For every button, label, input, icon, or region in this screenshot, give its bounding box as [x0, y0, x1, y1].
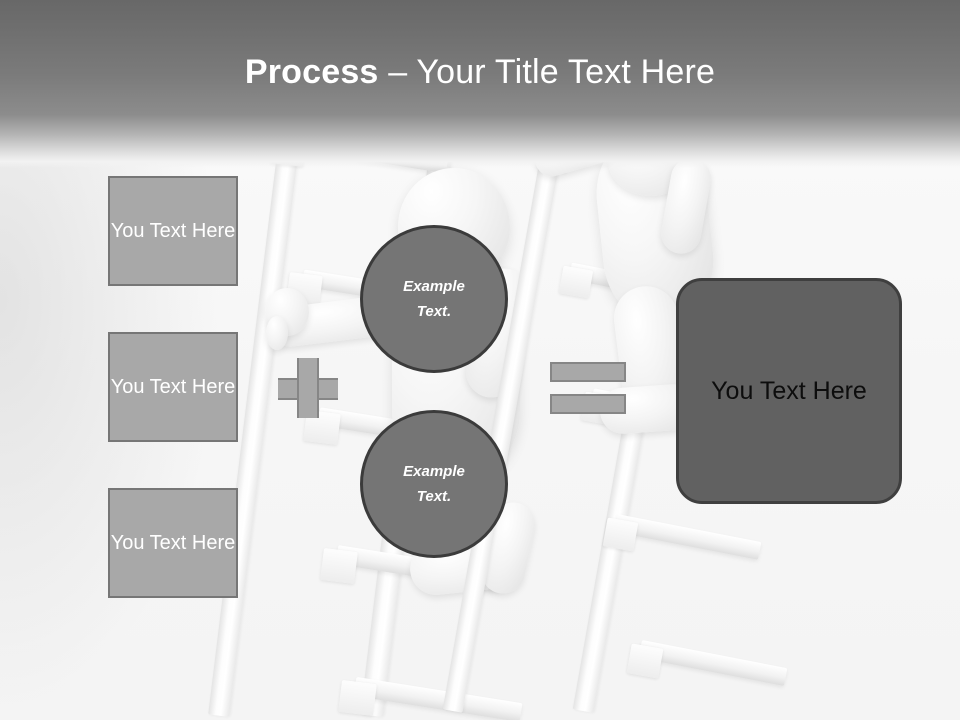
ladder-cleat [558, 265, 594, 299]
result-box-label: You Text Here [711, 377, 867, 405]
ladder-cleat [338, 679, 377, 717]
input-box-1[interactable]: You Text Here [108, 176, 238, 286]
input-box-3-label: You Text Here [110, 531, 236, 554]
equals-bottom-bar [550, 394, 626, 414]
input-box-1-label: You Text Here [110, 219, 236, 242]
example-circle-1-line1: Example [403, 278, 465, 295]
ladder-cleat [320, 548, 358, 584]
title-strong: Process [244, 53, 379, 91]
ladder-rung [638, 640, 788, 686]
input-box-2-label: You Text Here [110, 375, 236, 398]
title-band [0, 0, 960, 168]
title-rest: – Your Title Text Here [378, 53, 716, 91]
page-title: Process – Your Title Text Here [0, 50, 960, 94]
example-circle-1[interactable]: Example Text. [360, 225, 508, 373]
example-circle-2[interactable]: Example Text. [360, 410, 508, 558]
input-box-2[interactable]: You Text Here [108, 332, 238, 442]
plus-center [299, 380, 317, 398]
ladder-cleat [626, 643, 664, 679]
equals-top-bar [550, 362, 626, 382]
figure-left-hand-thumb [266, 316, 288, 350]
example-circle-1-line2: Text. [416, 303, 452, 320]
result-box[interactable]: You Text Here [676, 278, 902, 504]
ladder-rung [614, 514, 762, 560]
ladder-cleat [602, 517, 639, 552]
input-box-3[interactable]: You Text Here [108, 488, 238, 598]
example-circle-2-line2: Text. [416, 488, 452, 505]
equals-icon [550, 362, 626, 416]
example-circle-2-line1: Example [403, 463, 465, 480]
plus-icon [278, 358, 338, 418]
